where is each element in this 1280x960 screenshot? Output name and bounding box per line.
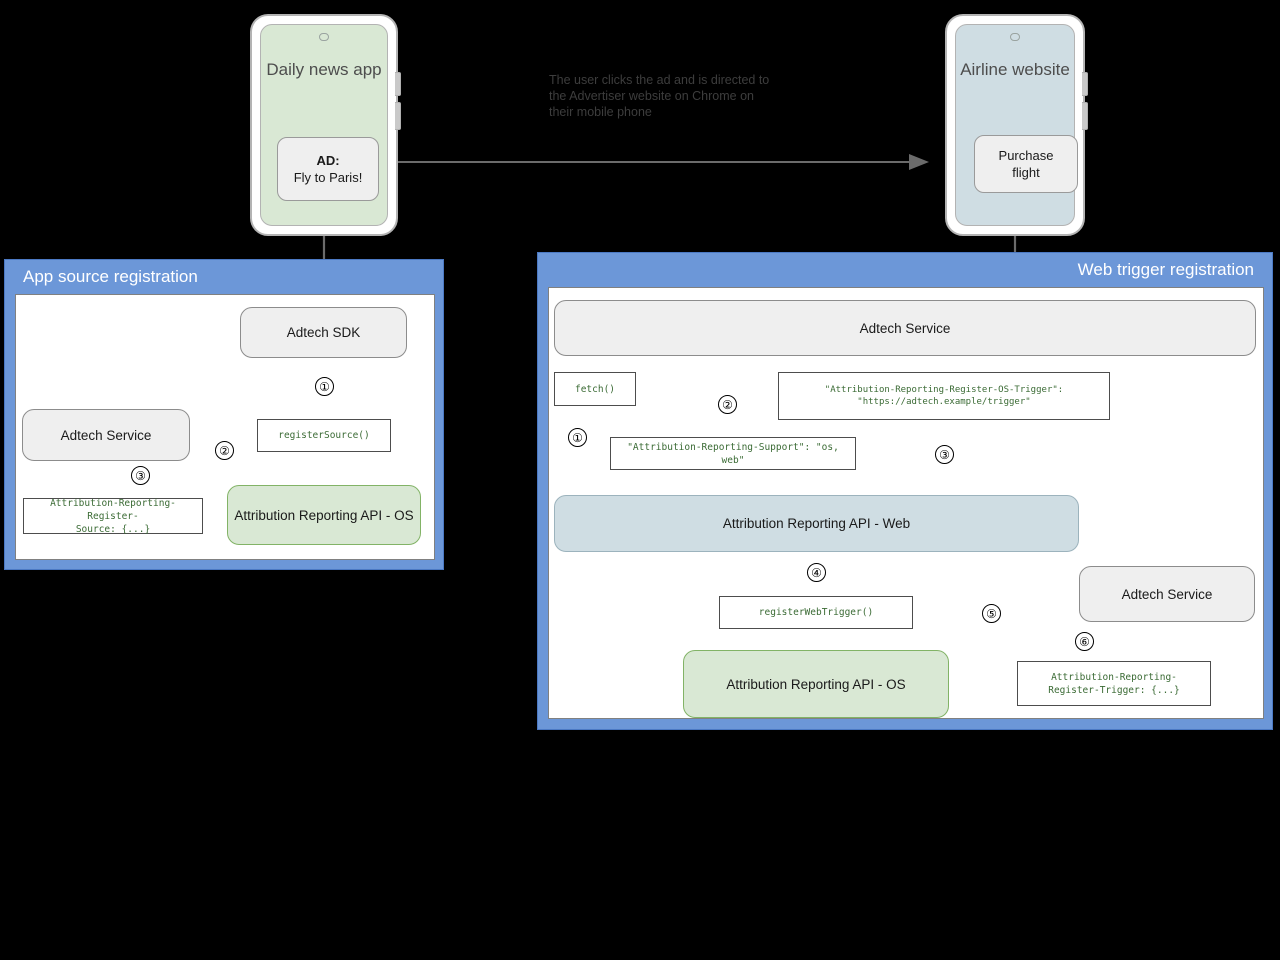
phone-camera-notch-icon <box>319 33 329 41</box>
ad-text: Fly to Paris! <box>293 170 363 185</box>
phone-side-button-top <box>395 72 401 96</box>
right-phone-screen-title: Airline website <box>960 60 1070 79</box>
code-os-trigger-header: "Attribution-Reporting-Register-OS-Trigg… <box>778 372 1110 420</box>
step-marker-6-right: ⑥ <box>1075 632 1094 651</box>
node-attribution-reporting-api-os-left[interactable]: Attribution Reporting API - OS <box>227 485 421 545</box>
purchase-flight-button[interactable]: Purchase flight <box>974 135 1078 193</box>
node-adtech-service-bottom-right-label: Adtech Service <box>1121 586 1213 602</box>
node-adtech-service-left-label: Adtech Service <box>60 427 152 443</box>
phone-daily-news-app: Daily news app AD: Fly to Paris! <box>250 14 401 236</box>
code-register-source-header: Attribution-Reporting-Register- Source: … <box>23 498 203 535</box>
ad-card[interactable]: AD: Fly to Paris! <box>277 137 379 201</box>
step-marker-3-left: ③ <box>131 466 150 485</box>
step-marker-2-right: ② <box>718 395 737 414</box>
code-register-trigger-header: Attribution-Reporting- Register-Trigger:… <box>1017 661 1211 706</box>
phone-side-button-bottom-right <box>1082 102 1088 130</box>
node-attribution-reporting-api-os-right[interactable]: Attribution Reporting API - OS <box>683 650 949 718</box>
step-marker-1-right: ① <box>568 428 587 447</box>
node-api-web-label: Attribution Reporting API - Web <box>722 516 911 531</box>
phone-side-button-top-right <box>1082 72 1088 96</box>
node-adtech-service-bottom-right[interactable]: Adtech Service <box>1079 566 1255 622</box>
code-support-header: "Attribution-Reporting-Support": "os, we… <box>610 437 856 470</box>
node-api-os-right-label: Attribution Reporting API - OS <box>726 676 906 692</box>
code-fetch: fetch() <box>554 372 636 406</box>
step-marker-1-left: ① <box>315 377 334 396</box>
ad-label: AD: <box>316 153 340 168</box>
step-marker-4-right: ④ <box>807 563 826 582</box>
panel-title-app-source: App source registration <box>23 267 198 286</box>
node-adtech-service-top-right[interactable]: Adtech Service <box>554 300 1256 356</box>
left-phone-screen-title: Daily news app <box>266 60 382 79</box>
node-attribution-reporting-api-web[interactable]: Attribution Reporting API - Web <box>554 495 1079 552</box>
phone-airline-website: Airline website Purchase flight <box>945 14 1088 236</box>
code-register-web-trigger: registerWebTrigger() <box>719 596 913 629</box>
phone-camera-notch-icon-right <box>1010 33 1020 41</box>
code-register-source: registerSource() <box>257 419 391 452</box>
phone-side-button-bottom <box>395 102 401 130</box>
flow-caption: The user clicks the ad and is directed t… <box>549 73 770 119</box>
node-adtech-service-left[interactable]: Adtech Service <box>22 409 190 461</box>
step-marker-2-left: ② <box>215 441 234 460</box>
step-marker-3-right: ③ <box>935 445 954 464</box>
node-adtech-sdk[interactable]: Adtech SDK <box>240 307 407 358</box>
panel-title-web-trigger: Web trigger registration <box>1077 260 1254 279</box>
purchase-flight-label: Purchase flight <box>998 148 1054 180</box>
node-api-os-left-label: Attribution Reporting API - OS <box>234 507 414 523</box>
node-adtech-service-top-right-label: Adtech Service <box>859 320 951 336</box>
phone-screen-right: Airline website Purchase flight <box>955 24 1078 226</box>
phone-screen-left: Daily news app AD: Fly to Paris! <box>260 24 388 226</box>
step-marker-5-right: ⑤ <box>982 604 1001 623</box>
node-adtech-sdk-label: Adtech SDK <box>286 325 361 340</box>
